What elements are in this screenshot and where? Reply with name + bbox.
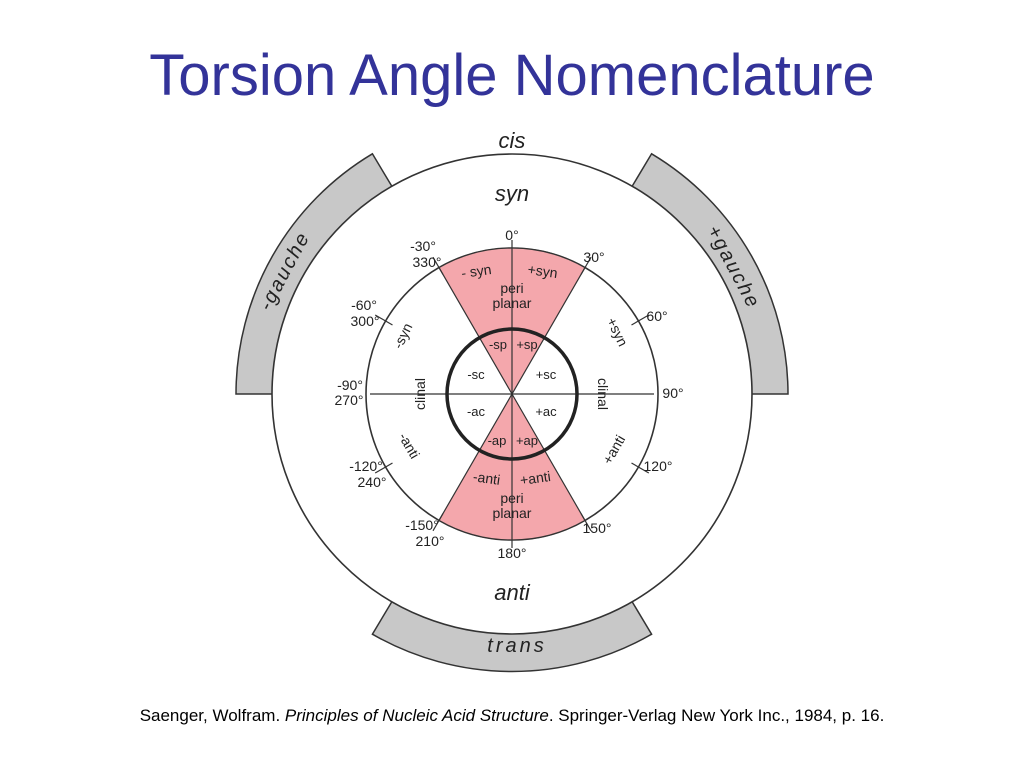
citation: Saenger, Wolfram. Principles of Nucleic … <box>0 706 1024 726</box>
label-peri-bottom: peri <box>500 490 523 506</box>
label-trans: trans <box>487 635 546 657</box>
inner-circle <box>445 327 579 461</box>
label-minus-anti-bottom: -anti <box>472 468 501 488</box>
angle-240: 240° <box>358 474 387 490</box>
label-minus-ac: -ac <box>467 404 486 419</box>
label-plus-syn-top: +syn <box>527 261 559 281</box>
tick-330 <box>432 256 444 275</box>
label-plus-sp: +sp <box>516 337 537 352</box>
tick-60 <box>631 314 650 326</box>
angle-minus-150: -150° <box>405 517 439 533</box>
label-plus-ap: +ap <box>516 433 538 448</box>
angle-270: 270° <box>335 392 364 408</box>
tick-240 <box>374 462 393 474</box>
label-planar-top: planar <box>493 295 532 311</box>
angle-minus-30: -30° <box>410 238 436 254</box>
citation-author: Saenger, Wolfram. <box>139 706 285 725</box>
label-anti: anti <box>494 580 531 605</box>
tick-210 <box>432 513 444 532</box>
angle-150: 150° <box>583 520 612 536</box>
angle-120: 120° <box>644 458 673 474</box>
label-minus-ap: -ap <box>488 433 507 448</box>
label-syn: syn <box>495 181 529 206</box>
label-clinal-left: clinal <box>412 378 428 410</box>
tick-120 <box>631 462 650 474</box>
angle-90: 90° <box>662 385 683 401</box>
angle-210: 210° <box>416 533 445 549</box>
tick-30 <box>580 256 592 275</box>
angle-60: 60° <box>646 308 667 324</box>
angle-300: 300° <box>351 313 380 329</box>
label-minus-syn-top: - syn <box>460 261 492 281</box>
torsion-angle-diagram: cis syn anti trans -gauche +gauche 0° 30… <box>235 128 789 673</box>
angle-minus-60: -60° <box>351 297 377 313</box>
label-plus-ac: +ac <box>535 404 557 419</box>
angle-0: 0° <box>505 227 518 243</box>
citation-publisher: . Springer-Verlag New York Inc., 1984, p… <box>548 706 885 725</box>
label-plus-anti-bottom: +anti <box>519 468 552 488</box>
citation-book-title: Principles of Nucleic Acid Structure <box>284 706 549 725</box>
angle-minus-90: -90° <box>337 377 363 393</box>
label-cis: cis <box>499 128 526 153</box>
label-minus-sp: -sp <box>489 337 507 352</box>
angle-180: 180° <box>498 545 527 561</box>
tick-300 <box>374 314 393 326</box>
slide-title: Torsion Angle Nomenclature <box>149 43 875 108</box>
label-plus-sc: +sc <box>536 367 557 382</box>
label-planar-bottom: planar <box>493 505 532 521</box>
tick-150 <box>580 513 592 532</box>
angle-30: 30° <box>583 249 604 265</box>
label-minus-sc: -sc <box>467 367 485 382</box>
angle-330: 330° <box>413 254 442 270</box>
label-clinal-right: clinal <box>595 378 611 410</box>
label-peri-top: peri <box>500 280 523 296</box>
angle-minus-120: -120° <box>349 458 383 474</box>
